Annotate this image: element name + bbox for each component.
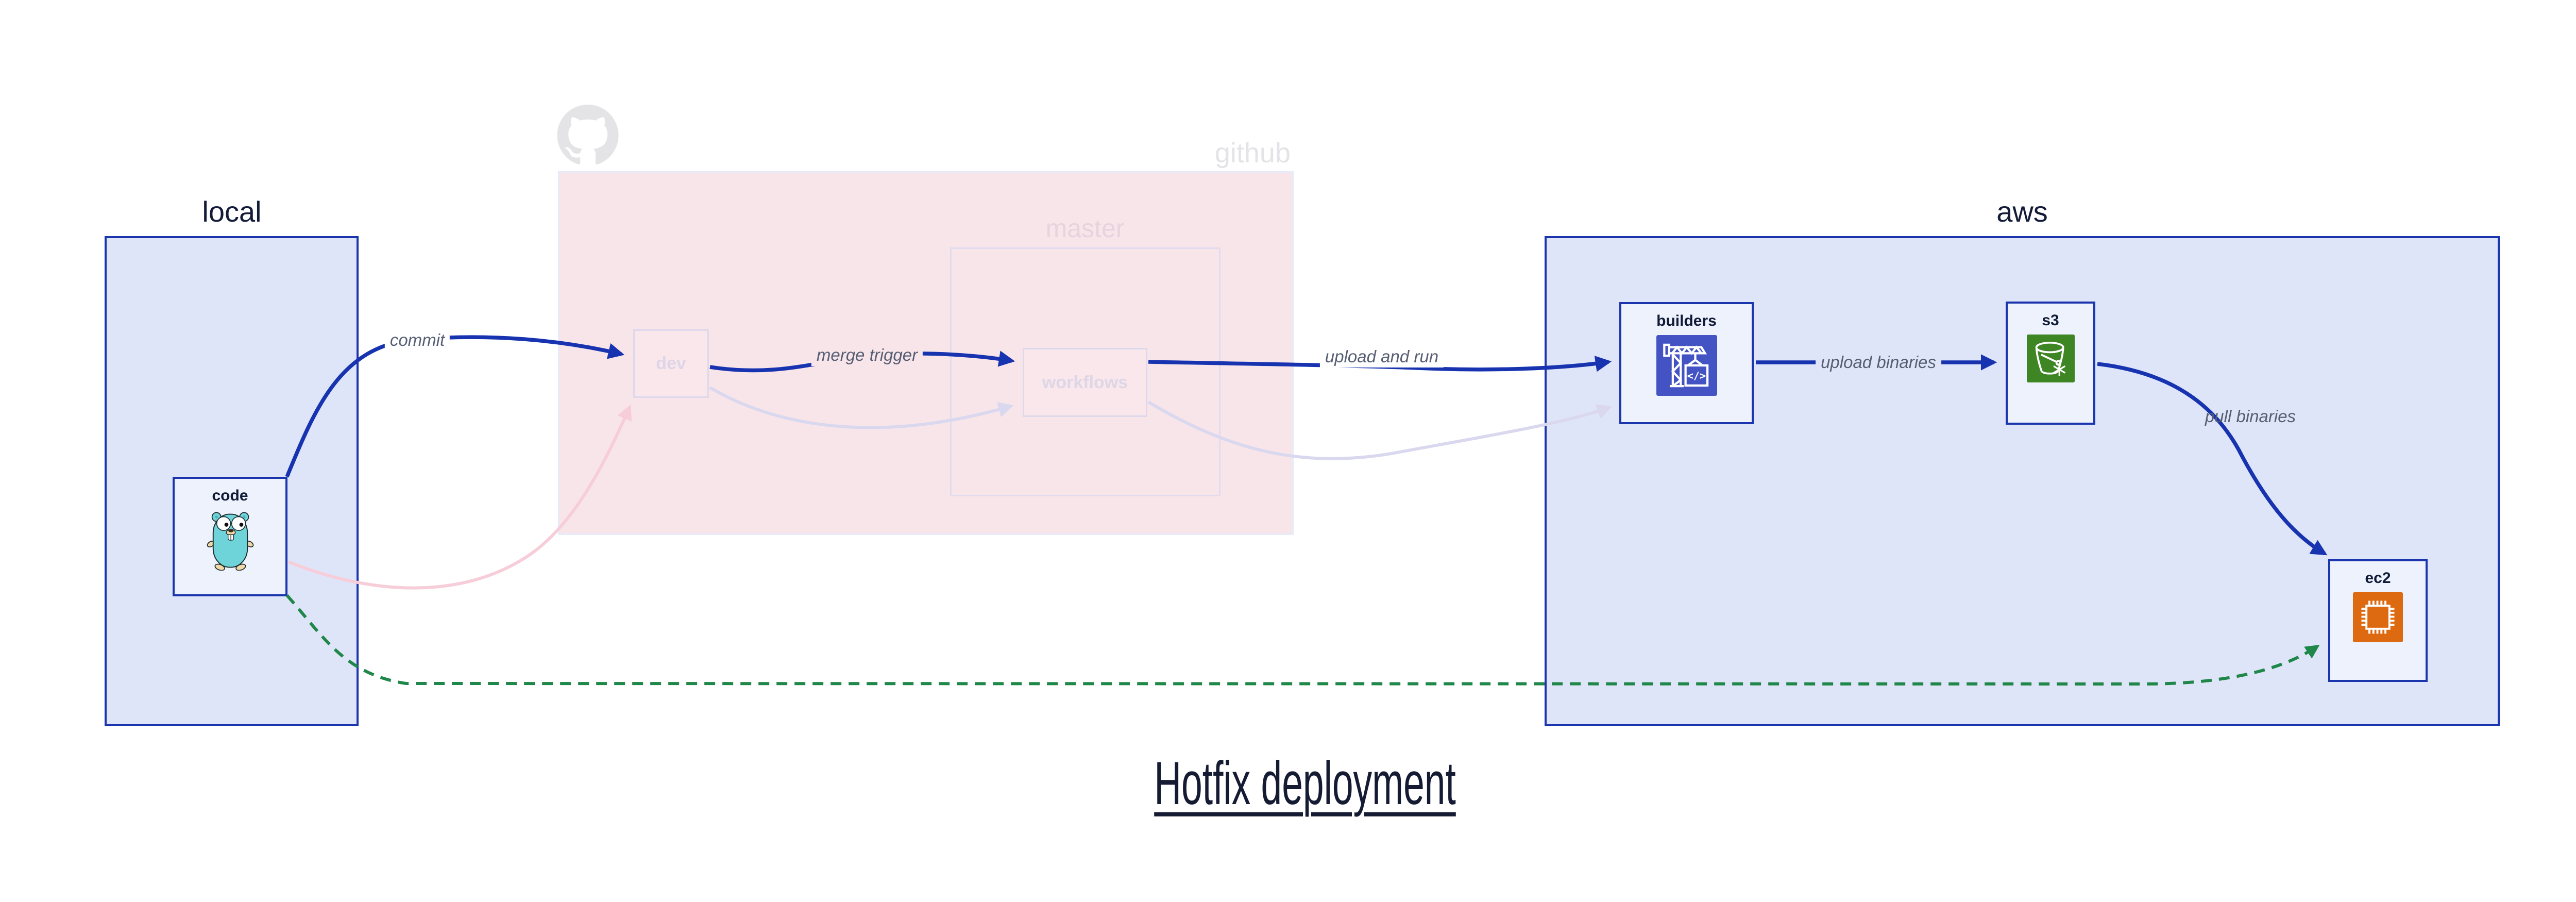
node-dev: dev <box>633 329 709 398</box>
branch-label-master: master <box>1045 214 1125 243</box>
node-label-ec2: ec2 <box>2365 570 2391 587</box>
s3-glacier-bucket-icon <box>2026 335 2075 382</box>
diagram-title-text: Hotfix deployment <box>1154 749 1456 817</box>
node-ec2: ec2 <box>2328 559 2428 682</box>
node-label-code: code <box>212 487 248 504</box>
zone-label-aws: aws <box>1996 195 2048 228</box>
node-workflows: workflows <box>1023 348 1147 417</box>
aws-codebuild-crane-icon: </> <box>1656 335 1717 396</box>
diagram-title: Hotfix deployment <box>1062 748 1548 819</box>
ec2-chip-icon <box>2353 592 2403 642</box>
node-label-dev: dev <box>656 354 686 373</box>
codebuild-code-glyph: </> <box>1687 370 1705 382</box>
node-builders: builders </> <box>1619 302 1754 424</box>
node-label-s3: s3 <box>2042 312 2059 329</box>
node-s3: s3 <box>2006 302 2095 425</box>
node-code: code <box>173 477 287 596</box>
edge-label-pull-binaries: pull binaries <box>2205 407 2296 426</box>
zone-label-local: local <box>202 195 262 228</box>
edge-label-upload-binaries: upload binaries <box>1816 352 1941 373</box>
zone-label-github: github <box>1214 138 1291 169</box>
node-label-workflows: workflows <box>1042 372 1128 392</box>
go-gopher-icon <box>207 512 253 571</box>
github-octocat-icon <box>557 105 619 165</box>
edge-label-merge-trigger: merge trigger <box>811 344 923 366</box>
node-label-builders: builders <box>1656 312 1717 329</box>
edge-label-commit: commit <box>384 329 450 351</box>
edge-label-upload-and-run: upload and run <box>1319 346 1444 368</box>
